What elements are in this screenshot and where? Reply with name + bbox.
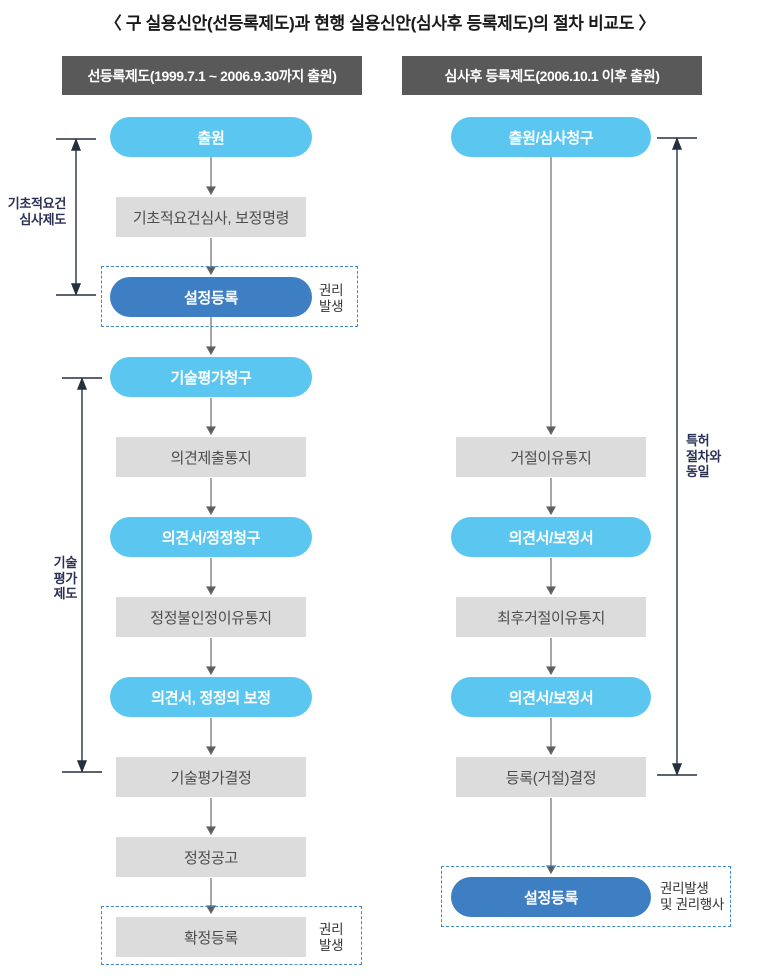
arrowhead-up-icon	[76, 377, 88, 390]
right-column-header: 심사후 등록제도(2006.10.1 이후 출원)	[402, 56, 702, 95]
node-registration-decision: 등록(거절)결정	[456, 757, 646, 797]
node-tech-eval-request: 기술평가청구	[110, 357, 312, 397]
bracket-label-line: 기초적요건	[7, 196, 67, 211]
arrowhead-icon	[205, 826, 217, 836]
annotation-rights-occur-exercise-right: 권리발생 및 권리행사	[660, 881, 724, 912]
node-opinion-submission-notice: 의견제출통지	[116, 437, 306, 477]
bracket-label-line: 특허	[686, 433, 710, 448]
arrowhead-icon	[545, 746, 557, 756]
node-establishment-registration: 설정등록	[110, 277, 312, 317]
left-flow-connectors	[205, 157, 217, 915]
node-tech-eval-decision: 기술평가결정	[116, 757, 306, 797]
left-column-header: 선등록제도(1999.7.1 ~ 2006.9.30까지 출원)	[62, 56, 362, 95]
arrowhead-up-icon	[671, 137, 683, 150]
node-application-exam-request: 출원/심사청구	[451, 117, 651, 157]
node-application: 출원	[110, 117, 312, 157]
node-establishment-registration-right: 설정등록	[451, 877, 651, 917]
arrowhead-icon	[205, 346, 217, 356]
bracket-label-line: 평가	[53, 570, 78, 586]
node-opinion-correction-amendment: 의견서, 정정의 보정	[110, 677, 312, 717]
registration-dashed-box-left-top	[101, 266, 358, 327]
arrowhead-icon	[205, 506, 217, 516]
annotation-line: 권리	[319, 922, 344, 937]
annotation-rights-occur-left-top: 권리 발생	[319, 283, 344, 314]
bracket-label-line: 절차와	[686, 448, 721, 464]
annotation-line: 권리발생	[660, 881, 709, 896]
arrowhead-icon	[205, 426, 217, 436]
bracket-label-line: 기술	[53, 555, 78, 570]
bracket-label-line: 제도	[53, 586, 78, 601]
node-correction-publication: 정정공고	[116, 837, 306, 877]
node-opinion-correction-request: 의견서/정정청구	[110, 517, 312, 557]
annotation-line: 및 권리행사	[660, 896, 725, 912]
bracket-basic-examination	[56, 138, 96, 296]
annotation-line: 권리	[319, 283, 344, 298]
registration-dashed-box-left-bottom	[101, 906, 362, 965]
arrowhead-icon	[545, 586, 557, 596]
arrowhead-icon	[205, 186, 217, 196]
registration-dashed-box-right	[441, 866, 731, 927]
arrowhead-icon	[545, 506, 557, 516]
annotation-line: 발생	[319, 937, 344, 953]
node-correction-rejection-notice: 정정불인정이유통지	[116, 597, 306, 637]
annotation-rights-occur-left-bottom: 권리 발생	[319, 922, 344, 953]
arrowhead-icon	[205, 666, 217, 676]
annotation-line: 발생	[319, 298, 344, 314]
arrowhead-icon	[545, 666, 557, 676]
node-rejection-notice: 거절이유통지	[456, 437, 646, 477]
bracket-label-line: 심사제도	[19, 211, 66, 227]
page-title: 〈 구 실용신안(선등록제도)과 현행 실용신안(심사후 등록제도)의 절차 비…	[104, 14, 656, 33]
arrowhead-down-icon	[76, 760, 88, 773]
arrowhead-icon	[205, 266, 217, 276]
node-final-rejection-notice: 최후거절이유통지	[456, 597, 646, 637]
bracket-label-line: 동일	[686, 464, 710, 479]
arrowhead-down-icon	[671, 763, 683, 776]
node-basic-examination: 기초적요건심사, 보정명령	[116, 197, 306, 237]
bracket-patent-procedure	[657, 137, 697, 776]
bracket-label-basic-examination: 기초적요건 심사제도	[0, 196, 67, 227]
right-flow-connectors	[545, 157, 557, 875]
bracket-label-tech-evaluation: 기술 평가 제도	[0, 555, 78, 602]
node-opinion-amendment-2: 의견서/보정서	[451, 677, 651, 717]
node-opinion-amendment-1: 의견서/보정서	[451, 517, 651, 557]
bracket-tech-evaluation	[62, 377, 102, 773]
node-final-registration: 확정등록	[116, 917, 306, 957]
arrowhead-down-icon	[70, 283, 82, 296]
arrowhead-up-icon	[70, 138, 82, 151]
bracket-label-patent-procedure: 특허 절차와 동일	[686, 433, 721, 480]
arrowhead-icon	[205, 586, 217, 596]
arrowhead-icon	[545, 426, 557, 436]
arrowhead-icon	[205, 746, 217, 756]
